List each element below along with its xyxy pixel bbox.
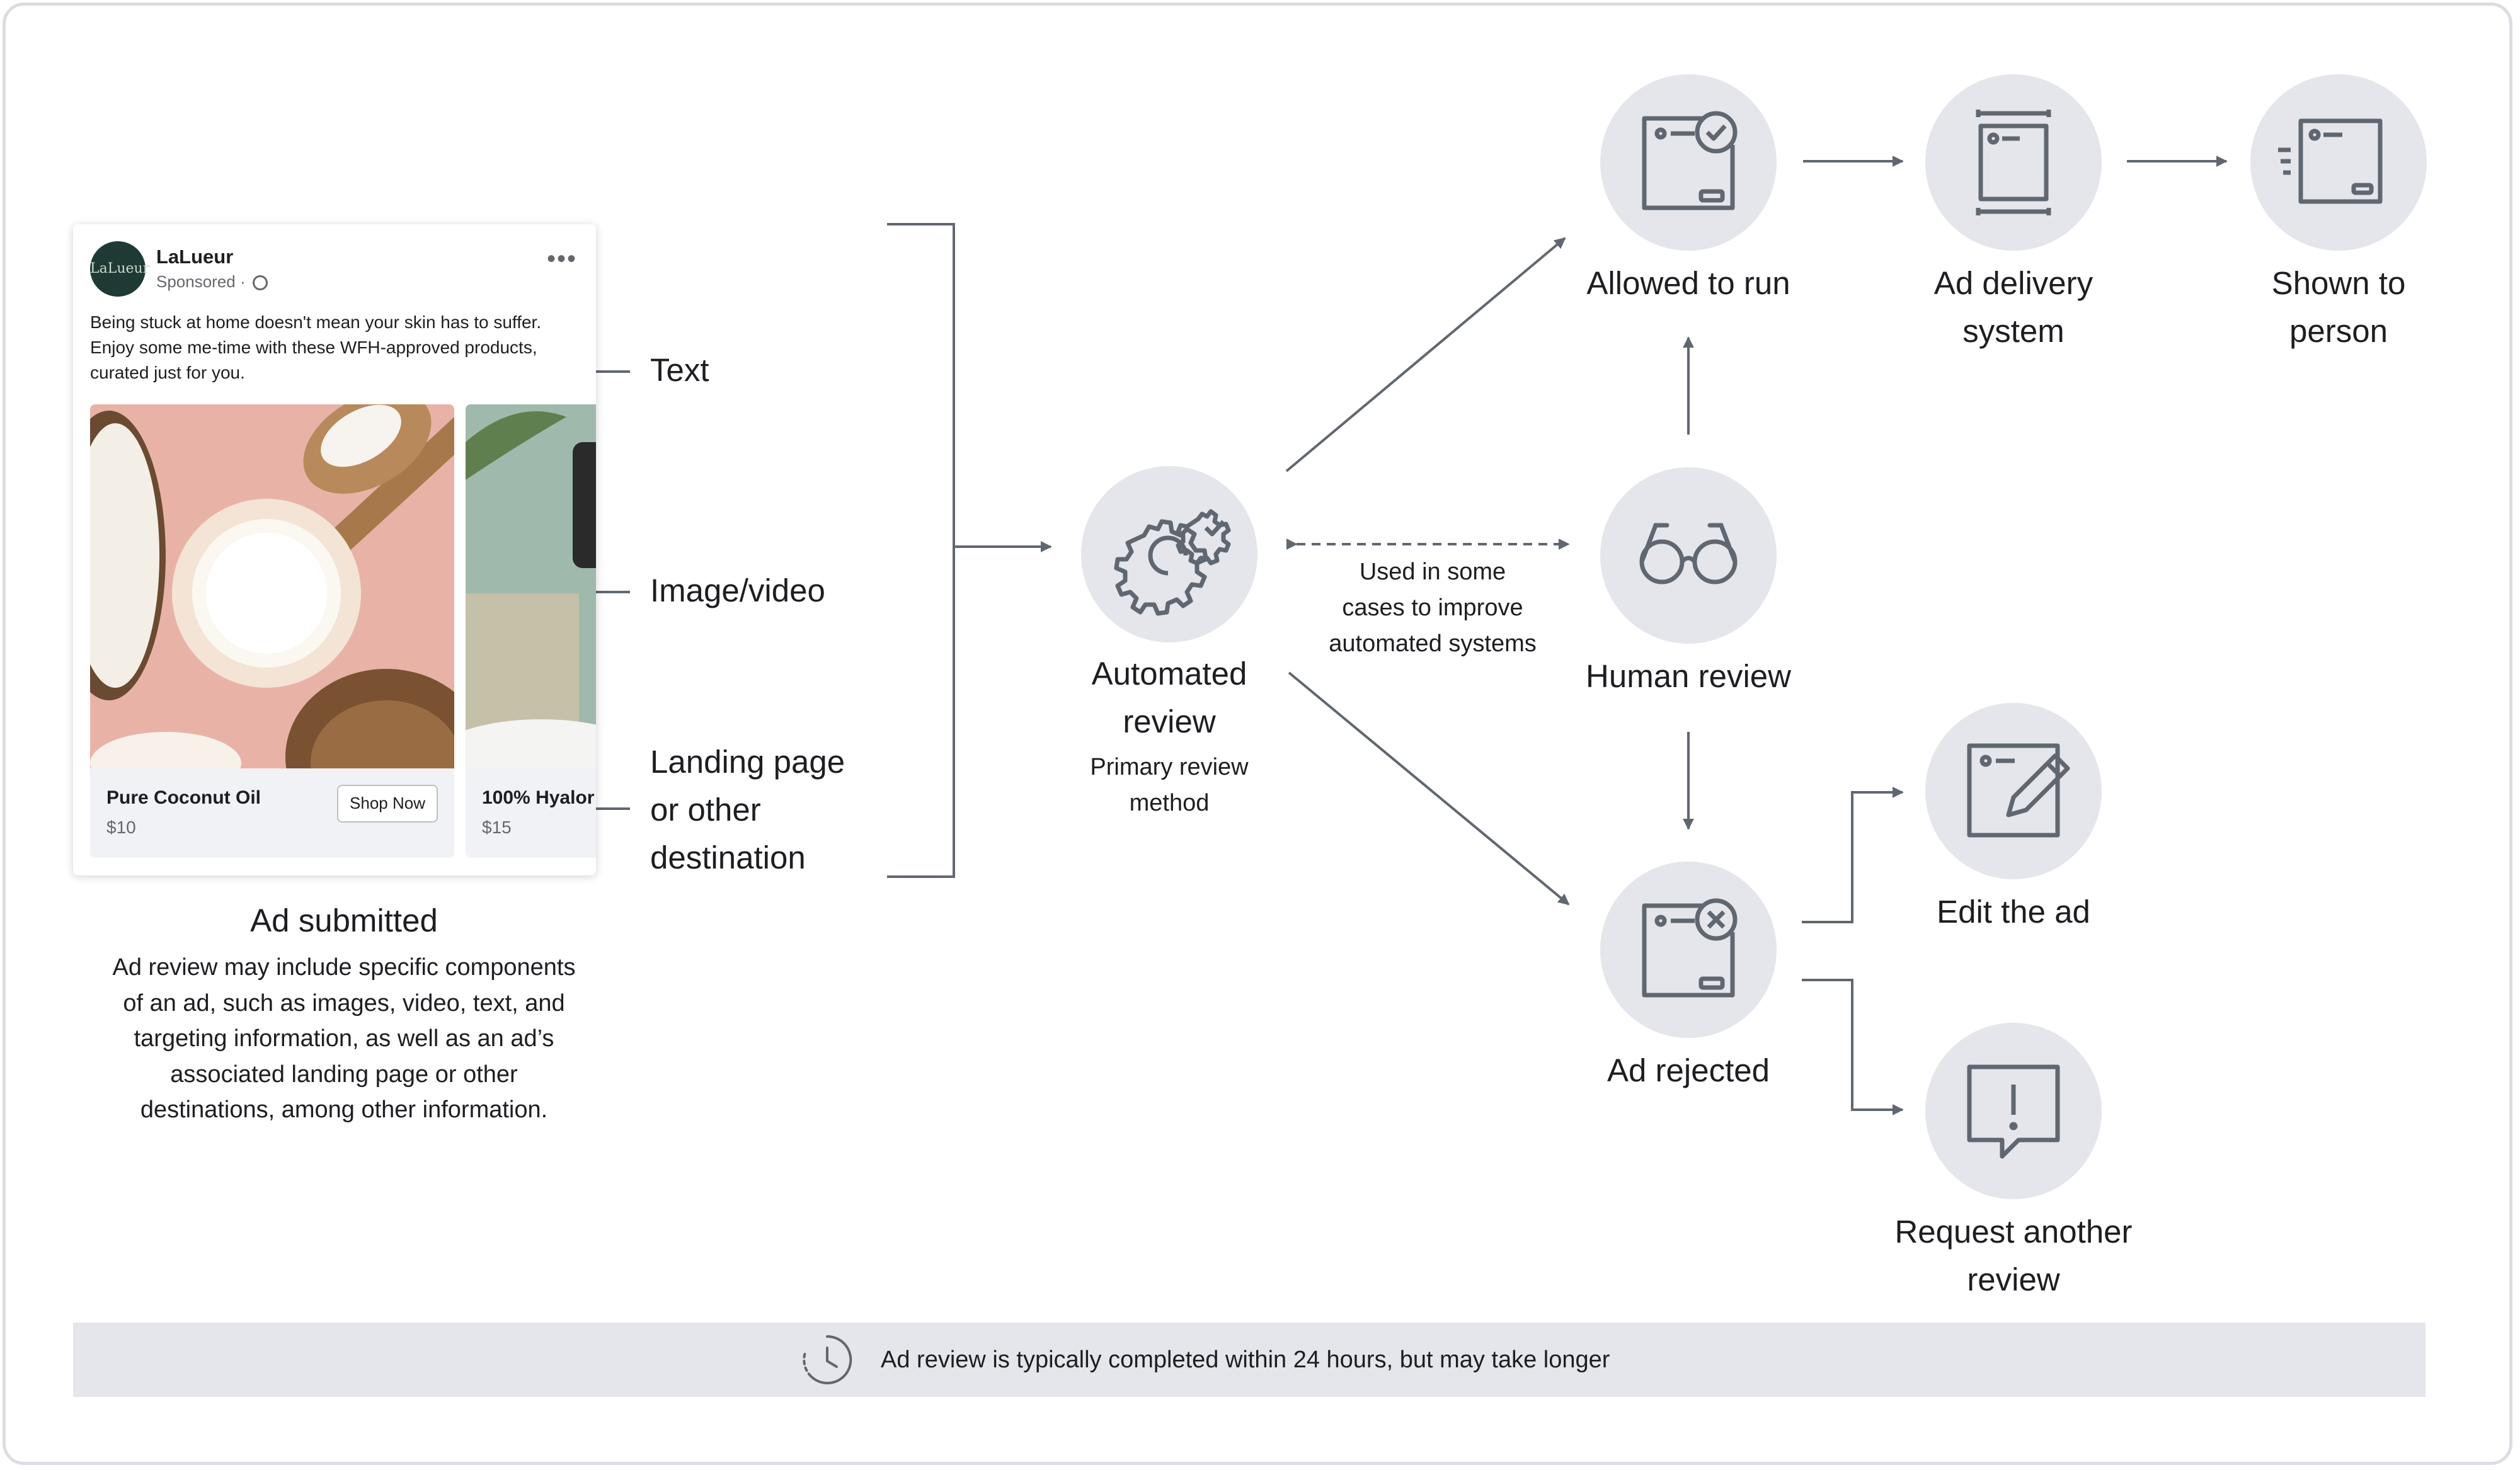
pencil-edit-icon [1967,743,2070,838]
arrow-rejected-request [1802,979,1904,1115]
brand-name: LaLueur [156,246,234,268]
sponsored-label: Sponsored · [156,272,268,292]
arrow-rejected-edit [1802,787,1904,923]
automated-review-label: Automated review [1091,656,1247,739]
shop-now-button[interactable]: Shop Now [337,785,438,823]
edit-the-ad-node [1925,703,2102,879]
allowed-to-run-label: Allowed to run [1586,265,1790,301]
product-card: Pure Coconut Oil $10 Shop Now [90,404,454,858]
request-another-review-label: Request another review [1894,1214,2133,1297]
delivery-system-icon [1976,110,2051,215]
dashed-arrow-note: Used in some cases to improve automated … [1329,559,1537,657]
gears-icon [1114,509,1231,616]
ad-rejected-label: Ad rejected [1607,1052,1770,1088]
product-card: 100% Hyalor $15 [466,404,596,858]
shown-to-person-label: Shown to person [2271,265,2406,349]
window-x-icon [1642,898,1738,998]
ad-submitted-description: Ad review may include specific component… [112,954,576,1123]
glasses-icon [1639,523,1738,584]
human-review-node [1600,467,1777,644]
ad-delivery-system-label: Ad delivery system [1933,265,2093,349]
product-price: $15 [482,818,512,837]
label-landing-component: Landing page or other destination [650,744,845,875]
automated-review-sub: Primary review method [1090,754,1249,816]
human-review-label: Human review [1586,658,1791,694]
ad-rejected-node [1600,862,1777,1038]
components-bracket [887,223,955,878]
product-price: $10 [106,818,136,837]
review-time-text: Ad review is typically completed within … [881,1347,1610,1373]
arrow-automated-allowed [1285,237,1566,472]
automated-review-node [1081,466,1257,642]
ad-preview-card: LaLueur LaLueur Sponsored · ••• Being st… [73,224,596,875]
ad-caption: Being stuck at home doesn't mean your sk… [90,312,542,382]
brand-avatar: LaLueur [90,241,149,297]
clock-icon [803,1335,852,1384]
window-motion-icon [2278,118,2383,204]
alert-bubble-icon [1967,1064,2060,1159]
label-image-component: Image/video [650,573,825,608]
edit-the-ad-label: Edit the ad [1937,894,2090,930]
more-options-icon: ••• [546,245,577,273]
label-text-component: Text [650,352,709,388]
ad-submitted-title: Ad submitted [250,903,438,938]
globe-icon [252,275,268,291]
product-name: 100% Hyalor [482,787,595,808]
shown-to-person-node [2250,74,2427,251]
window-check-icon [1642,111,1738,210]
allowed-to-run-node [1600,74,1777,251]
coconut-oil-image [90,404,454,768]
arrow-automated-rejected [1288,671,1570,906]
review-time-banner: Ad review is typically completed within … [73,1323,2426,1397]
request-another-review-node [1925,1023,2102,1199]
product-name: Pure Coconut Oil [106,787,261,808]
serum-image [466,404,596,768]
ad-delivery-system-node [1925,74,2102,251]
